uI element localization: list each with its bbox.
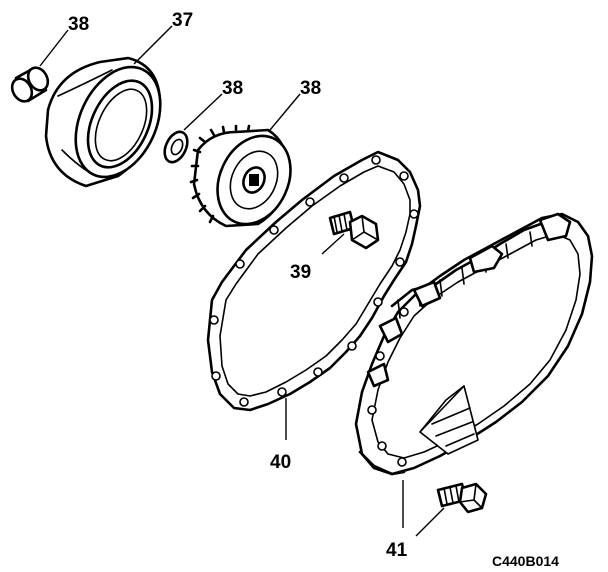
callout-gasket-label: 40	[270, 452, 291, 473]
callout-bushing-label: 38	[68, 14, 89, 35]
cover-housing-part	[354, 212, 594, 476]
bushing-part	[10, 66, 50, 103]
gasket-part	[206, 150, 422, 412]
bolt-41-part	[436, 482, 488, 514]
callout-bearing-race-label: 37	[172, 10, 193, 31]
callout-gear-label: 38	[300, 78, 321, 99]
callout-bolt-41-label: 41	[386, 540, 408, 561]
leader-lines	[39, 25, 445, 537]
callout-washer-label: 38	[222, 78, 243, 99]
figure-code: C440B014	[492, 553, 559, 569]
bolt-39-part	[328, 210, 380, 250]
washer-part	[163, 130, 189, 164]
bearing-race-part	[44, 56, 162, 188]
callout-bolt-39-label: 39	[290, 262, 311, 283]
gear-part	[189, 124, 292, 228]
